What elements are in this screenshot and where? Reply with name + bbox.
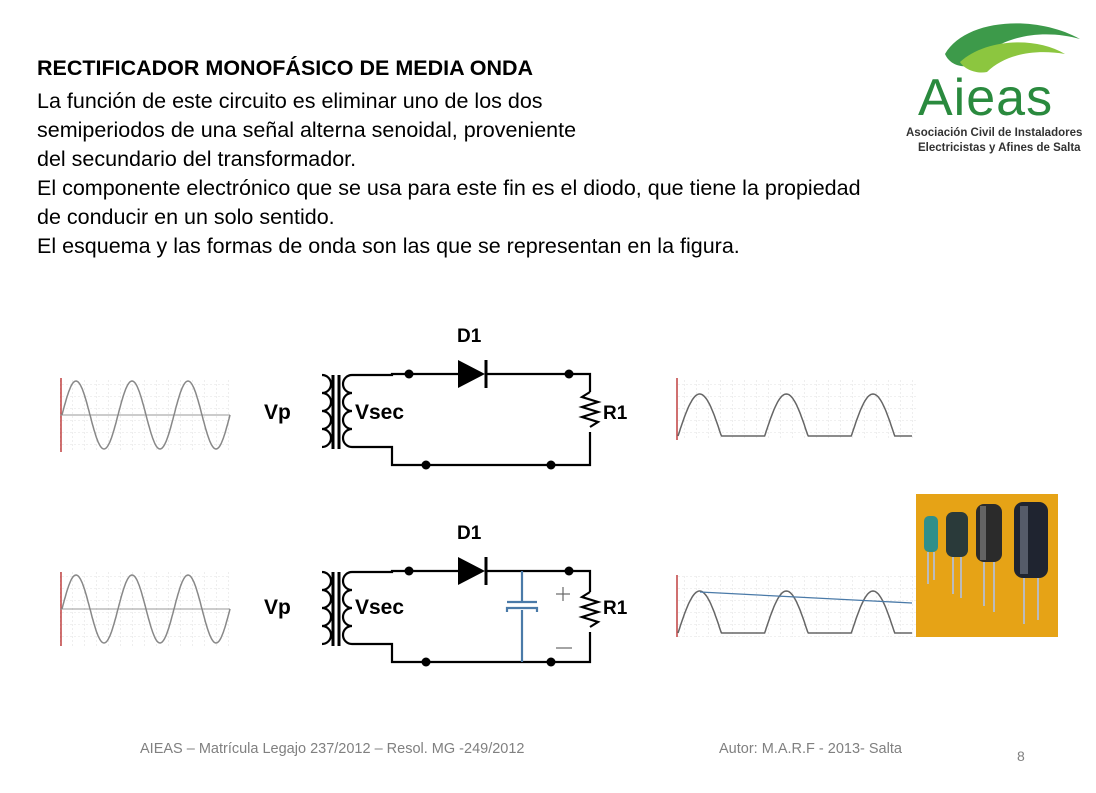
input-waveform-top [60, 378, 231, 452]
aieas-leaf-icon [945, 23, 1080, 73]
diode-label-bottom: D1 [457, 523, 482, 544]
resistor-label-bottom: R1 [603, 598, 628, 619]
footer-right: Autor: M.A.R.F - 2013- Salta [719, 741, 902, 757]
primary-label-top: Vp [264, 401, 291, 424]
resistor-label-top: R1 [603, 403, 628, 424]
logo-wordmark: Aieas [918, 69, 1054, 127]
paragraph-line-5: de conducir en un solo sentido. [37, 205, 335, 229]
paragraph-line-3: del secundario del transformador. [37, 147, 357, 171]
capacitor-icon [505, 571, 539, 662]
logo-subtitle-2: Electricistas y Afines de Salta [918, 142, 1081, 154]
capacitors-photo [916, 494, 1058, 637]
diode-label-top: D1 [457, 326, 482, 347]
diode-top-icon [458, 360, 485, 388]
secondary-label-bottom: Vsec [355, 596, 404, 619]
diode-bottom-icon [458, 557, 485, 585]
page-number: 8 [1017, 748, 1025, 764]
output-waveform-bottom [676, 575, 916, 637]
output-waveform-top [676, 378, 916, 440]
primary-label-bottom: Vp [264, 596, 291, 619]
paragraph-line-1: La función de este circuito es eliminar … [37, 89, 543, 113]
transformer-top [321, 372, 602, 467]
logo-subtitle-1: Asociación Civil de Instaladores [906, 127, 1083, 139]
transformer-bottom [321, 569, 602, 664]
secondary-label-top: Vsec [355, 401, 404, 424]
paragraph-line-6: El esquema y las formas de onda son las … [37, 234, 740, 258]
input-waveform-bottom [60, 572, 231, 646]
slide-title: RECTIFICADOR MONOFÁSICO DE MEDIA ONDA [37, 56, 534, 80]
footer-left: AIEAS – Matrícula Legajo 237/2012 – Reso… [140, 741, 525, 757]
paragraph-line-2: semiperiodos de una señal alterna senoid… [37, 118, 577, 142]
paragraph-line-4: El componente electrónico que se usa par… [37, 176, 861, 200]
